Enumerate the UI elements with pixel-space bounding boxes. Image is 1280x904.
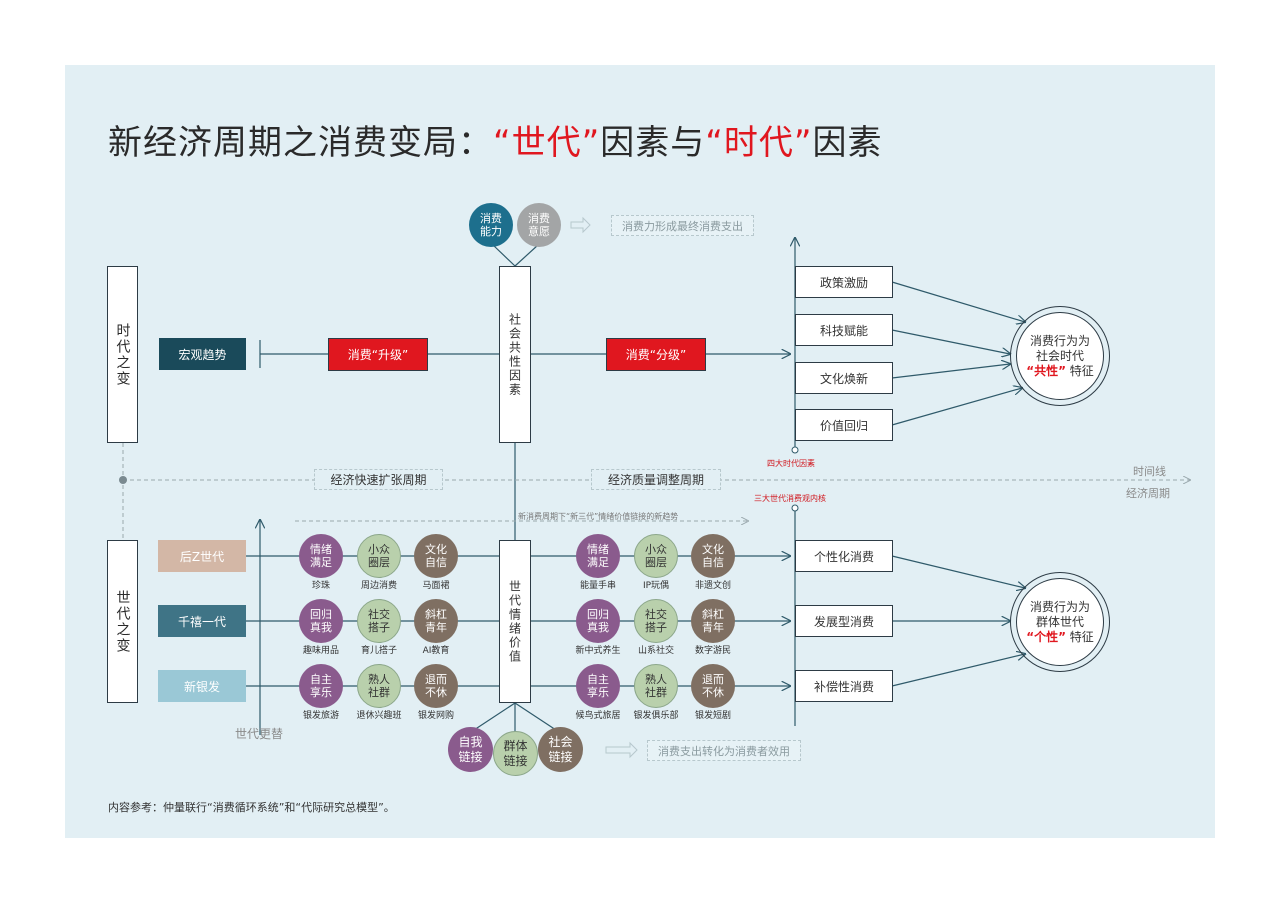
fast-expansion-cycle: 经济快速扩张周期: [314, 469, 443, 490]
trait-circle: 斜杠青年: [414, 599, 458, 643]
trait-example-caption: 育儿搭子: [360, 646, 397, 656]
trait-circle: 熟人社群: [634, 664, 678, 708]
trait-example-caption: 趣味用品: [302, 646, 339, 656]
consumption-ability-circle: 消费能力: [469, 203, 513, 247]
trait-circle: 自主享乐: [576, 664, 620, 708]
title-part1: 新经济周期之消费变局：: [108, 123, 493, 163]
trait-circle: 退而不休: [691, 664, 735, 708]
trait-example-caption: 珍珠: [311, 581, 330, 591]
trait-circle: 情绪满足: [299, 534, 343, 578]
trait-circle: 斜杠青年: [691, 599, 735, 643]
diagram-panel: [65, 65, 1215, 838]
gen-factor-1: 个性化消费: [795, 540, 893, 572]
trait-example-caption: 候鸟式旅居: [575, 711, 621, 721]
trait-circle: 文化自信: [691, 534, 735, 578]
gen-factor-3: 补偿性消费: [795, 670, 893, 702]
page-title: 新经济周期之消费变局：“世代”因素与“时代”因素: [108, 115, 882, 164]
trait-circle: 情绪满足: [576, 534, 620, 578]
trait-circle: 回归真我: [299, 599, 343, 643]
trait-circle: 小众圈层: [357, 534, 401, 578]
era-factor-3: 文化焕新: [795, 362, 893, 394]
trait-example-caption: 数字游民: [694, 646, 731, 656]
result-bottom-outer-ring: [1010, 572, 1110, 672]
note-top: 消费力形成最终消费支出: [611, 215, 754, 236]
era-factor-4: 价值回归: [795, 409, 893, 441]
macro-trend-box: 宏观趋势: [159, 338, 246, 370]
trait-example-caption: 山系社交: [637, 646, 674, 656]
generation-label: 后Z世代: [158, 540, 246, 572]
quality-adjustment-cycle: 经济质量调整周期: [591, 469, 721, 490]
trait-example-caption: 退休兴趣班: [356, 711, 402, 721]
consumption-upgrade-box: 消费“升级”: [328, 338, 428, 371]
result-top: 消费行为为 社会时代 “共性” 特征: [1016, 312, 1104, 400]
footer-reference: 内容参考：仲量联行“消费循环系统”和“代际研究总模型”。: [108, 801, 395, 814]
trait-example-caption: 银发俱乐部: [633, 711, 679, 721]
time-line-label: 时间线: [1133, 465, 1166, 478]
trait-circle: 社交搭子: [357, 599, 401, 643]
trait-circle: 自主享乐: [299, 664, 343, 708]
trait-example-caption: 非遗文创: [694, 581, 731, 591]
title-part5: 因素: [812, 123, 883, 163]
trait-example-caption: 马面裙: [422, 581, 450, 591]
social-common-factor-box: 社会共性因素: [499, 266, 531, 443]
trait-circle: 熟人社群: [357, 664, 401, 708]
result-top-outer-ring: [1010, 306, 1110, 406]
social-link-circle: 社会链接: [538, 727, 583, 772]
group-link-circle: 群体链接: [493, 731, 538, 776]
trait-example-caption: 银发网购: [417, 711, 454, 721]
era-change-box: 时代之变: [107, 266, 138, 443]
trait-circle: 社交搭子: [634, 599, 678, 643]
title-era: “时代”: [705, 123, 813, 163]
era-factor-2: 科技赋能: [795, 314, 893, 346]
generation-label: 新银发: [158, 670, 246, 702]
era-factor-1: 政策激励: [795, 266, 893, 298]
gen-succession-label: 世代更替: [235, 727, 284, 741]
trait-example-caption: AI教育: [422, 646, 450, 656]
trait-example-caption: 新中式养生: [575, 646, 621, 656]
self-link-circle: 自我链接: [448, 727, 493, 772]
gen-emotional-value-box: 世代情绪价值: [499, 540, 531, 703]
trend-note: 新消费周期下“新三代”情绪价值链接的新趋势: [518, 512, 679, 521]
note-bottom: 消费支出转化为消费者效用: [647, 740, 801, 761]
trait-example-caption: 能量手串: [579, 581, 616, 591]
economic-cycle-label: 经济周期: [1126, 487, 1170, 500]
title-part3: 因素与: [600, 123, 706, 163]
trait-example-caption: 银发短剧: [694, 711, 731, 721]
era-factors-label: 四大时代因素: [767, 459, 815, 468]
trait-circle: 小众圈层: [634, 534, 678, 578]
trait-example-caption: 银发旅游: [302, 711, 339, 721]
trait-circle: 回归真我: [576, 599, 620, 643]
generation-label: 千禧一代: [158, 605, 246, 637]
gen-change-box: 世代之变: [107, 540, 138, 703]
result-bottom: 消费行为为 群体世代 “个性” 特征: [1016, 578, 1104, 666]
trait-circle: 文化自信: [414, 534, 458, 578]
consumption-willingness-circle: 消费意愿: [517, 203, 561, 247]
gen-factors-label: 三大世代消费观内核: [754, 494, 826, 503]
trait-example-caption: IP玩偶: [642, 581, 670, 591]
title-generation: “世代”: [493, 123, 601, 163]
trait-circle: 退而不休: [414, 664, 458, 708]
trait-example-caption: 周边消费: [360, 581, 397, 591]
gen-factor-2: 发展型消费: [795, 605, 893, 637]
consumption-split-box: 消费“分级”: [606, 338, 706, 371]
